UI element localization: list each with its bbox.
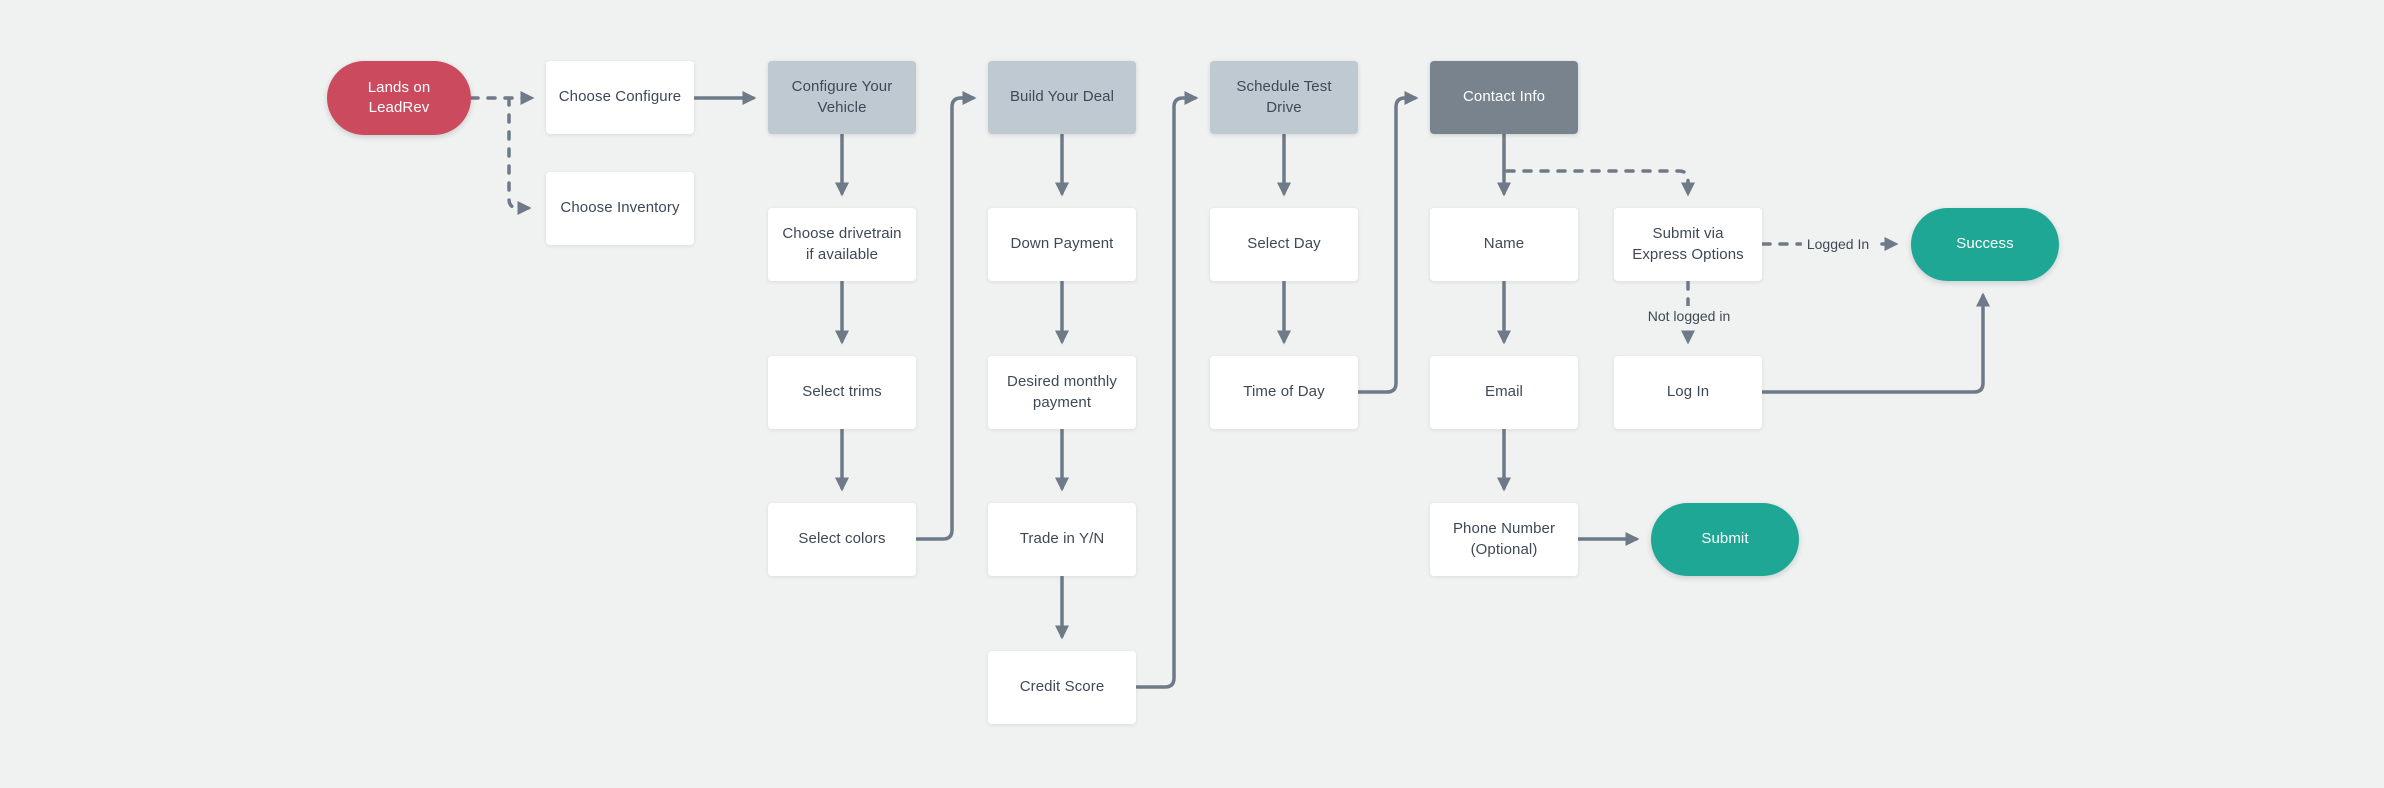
node-time-of-day[interactable]: Time of Day <box>1210 356 1358 429</box>
node-select-colors[interactable]: Select colors <box>768 503 916 576</box>
edge-landing-choose-inventory <box>507 96 532 215</box>
node-log-in[interactable]: Log In <box>1614 356 1762 429</box>
node-desired-monthly-payment[interactable]: Desired monthly payment <box>988 356 1136 429</box>
node-schedule-test-drive[interactable]: Schedule Test Drive <box>1210 61 1358 134</box>
node-success[interactable]: Success <box>1911 208 2059 281</box>
edge-select-colors-build-deal <box>915 91 977 541</box>
node-select-trims[interactable]: Select trims <box>768 356 916 429</box>
node-down-payment[interactable]: Down Payment <box>988 208 1136 281</box>
node-configure-your-vehicle[interactable]: Configure Your Vehicle <box>768 61 916 134</box>
node-name[interactable]: Name <box>1430 208 1578 281</box>
node-select-day[interactable]: Select Day <box>1210 208 1358 281</box>
node-lands-on-leadrev[interactable]: Lands on LeadRev <box>327 61 471 135</box>
edge-label-logged-in: Logged In <box>1801 234 1875 254</box>
node-email[interactable]: Email <box>1430 356 1578 429</box>
node-choose-configure[interactable]: Choose Configure <box>546 61 694 134</box>
node-choose-drivetrain[interactable]: Choose drivetrain if available <box>768 208 916 281</box>
edge-credit-score-schedule-test-drive <box>1135 91 1199 689</box>
node-submit[interactable]: Submit <box>1651 503 1799 576</box>
edge-log-in-success <box>1761 292 1990 394</box>
edge-label-not-logged-in: Not logged in <box>1642 306 1736 326</box>
node-submit-via-express-options[interactable]: Submit via Express Options <box>1614 208 1762 281</box>
node-trade-in[interactable]: Trade in Y/N <box>988 503 1136 576</box>
node-choose-inventory[interactable]: Choose Inventory <box>546 172 694 245</box>
edge-contact-info-submit-express <box>1505 169 1695 197</box>
node-contact-info[interactable]: Contact Info <box>1430 61 1578 134</box>
edge-time-of-day-contact-info <box>1357 91 1419 394</box>
node-build-your-deal[interactable]: Build Your Deal <box>988 61 1136 134</box>
node-credit-score[interactable]: Credit Score <box>988 651 1136 724</box>
node-phone-number[interactable]: Phone Number (Optional) <box>1430 503 1578 576</box>
